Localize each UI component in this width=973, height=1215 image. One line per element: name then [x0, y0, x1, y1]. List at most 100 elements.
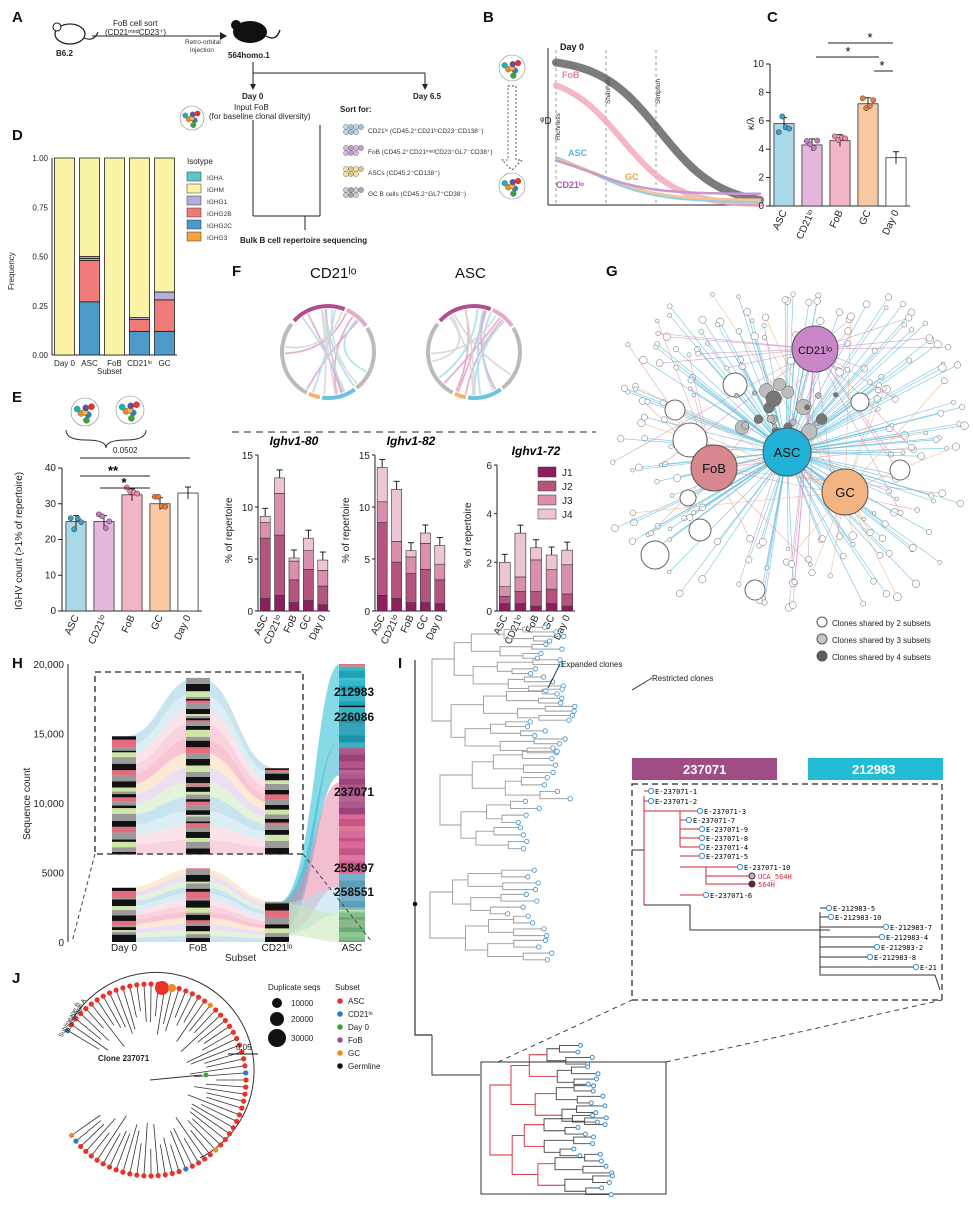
tree-leaf [195, 994, 202, 1000]
subset-hub-label: GC [835, 485, 855, 500]
clone-node [950, 399, 956, 405]
tree-leaf [83, 1148, 89, 1155]
tree-leaf [698, 825, 706, 833]
x-tick-label: ASC [81, 359, 98, 368]
clone-node [660, 416, 668, 423]
tree-leaf [585, 1064, 591, 1070]
tree-branch [85, 1008, 104, 1029]
shared-clone-node [795, 399, 812, 416]
legend-swatch [337, 998, 343, 1004]
clone-node [695, 350, 702, 357]
tree-branch [486, 804, 511, 812]
shared-clone-node [772, 423, 778, 429]
mab-label: 564H [758, 881, 775, 889]
cluster-cell [190, 122, 197, 128]
clone-node [640, 413, 648, 421]
tree-branch [502, 882, 539, 887]
clone-node [885, 293, 893, 301]
tree-leaf [520, 832, 526, 838]
tree-leaf [203, 1072, 209, 1078]
tree-leaf [218, 1012, 224, 1018]
tree-leaf [243, 1077, 249, 1083]
tree-branch [576, 1105, 605, 1110]
diversity-line-label: CD21ˡᵒ [556, 180, 584, 190]
clone-node [889, 423, 895, 428]
network-edge [844, 380, 945, 493]
sequence-block [112, 820, 136, 827]
clone-node [673, 474, 682, 483]
shared-clone-node [815, 413, 828, 425]
sequence-block [112, 906, 136, 911]
j-scale: 0.05 [236, 1043, 252, 1052]
tree-branch [471, 775, 506, 789]
clone-node [900, 450, 906, 455]
tree-branch [502, 886, 536, 891]
tree-branch [467, 873, 502, 880]
tree-branch [115, 990, 133, 1034]
bar [773, 123, 795, 207]
data-point [74, 515, 81, 522]
shared-clone-node [789, 418, 797, 426]
tree-branch [492, 761, 524, 770]
day0-title: Day 0 [242, 92, 264, 101]
y-tick-label: 0.50 [32, 253, 48, 262]
stacked-bar-segment [545, 569, 558, 590]
tree-leaf [577, 1153, 583, 1159]
clone-node [813, 297, 821, 305]
tree-leaf [541, 782, 547, 788]
data-point [99, 513, 106, 520]
tree-branch [533, 741, 560, 745]
clone-node [805, 298, 813, 306]
d-xlabel: Subset [97, 367, 123, 376]
tree-branch [180, 1014, 221, 1052]
sequence-block [186, 787, 210, 792]
network-edge [786, 423, 960, 453]
clone-node [687, 386, 693, 391]
cluster-cell [133, 401, 140, 408]
sequence-block [186, 912, 210, 915]
data-point [78, 519, 85, 526]
tree-leaf [120, 985, 126, 991]
clone-node [871, 347, 878, 354]
legend-swatch [537, 494, 557, 506]
clone-node [787, 560, 796, 568]
sequence-block [265, 768, 289, 770]
tree-leaf [536, 944, 542, 950]
tree-branch [143, 1122, 148, 1176]
expanded-node [168, 984, 176, 992]
chord-diagram [426, 304, 522, 400]
tree-leaf [590, 1134, 596, 1140]
stacked-bar-segment [391, 541, 402, 563]
y-tick-label: 1.00 [32, 154, 48, 163]
panel-label-b: B [483, 9, 494, 26]
legend-label: Day 0 [348, 1023, 369, 1032]
tree-leaf [100, 1161, 106, 1167]
leaf-label: E-237071-3 [704, 808, 746, 816]
clone-node [914, 507, 920, 513]
tree-branch [520, 777, 548, 782]
cluster-cell [128, 414, 135, 422]
tree-leaf [100, 993, 106, 999]
clone-node [781, 296, 789, 304]
sig-star: * [845, 44, 850, 59]
tree-leaf [544, 774, 550, 781]
diversity-line-label: FoB [562, 70, 580, 80]
tree-branch [543, 1124, 566, 1132]
sequence-block [186, 810, 210, 815]
sequence-block [186, 881, 210, 884]
clone-node [705, 341, 710, 346]
zoom-line [71, 853, 96, 943]
y-tick-label: 30 [45, 499, 57, 510]
sequence-block [265, 916, 289, 925]
clone-node [761, 323, 767, 328]
cluster-cell [88, 403, 95, 410]
clone-node [839, 552, 847, 560]
tree-leaf [572, 703, 578, 709]
sort-cell [353, 129, 359, 135]
bar [885, 157, 907, 207]
tree-branch [176, 993, 193, 1026]
chord-arc [491, 308, 514, 328]
tree-branch [539, 790, 558, 796]
chord-diagram [280, 304, 376, 400]
